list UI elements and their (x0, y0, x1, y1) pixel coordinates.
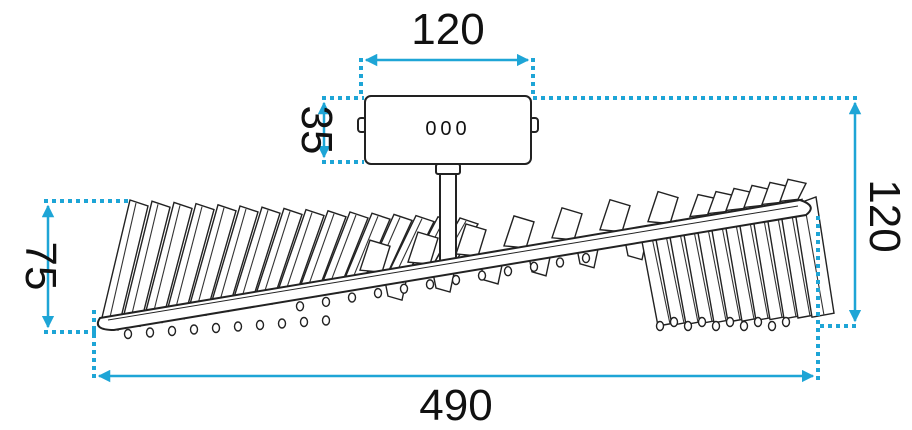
crystal-panel (778, 178, 808, 203)
lamp-stem (435, 163, 461, 267)
crystal-rib (195, 207, 225, 312)
crystal-rib (761, 208, 783, 318)
crystal-rib (129, 204, 159, 323)
crystal-panel (503, 215, 535, 249)
crystal-bead (145, 327, 155, 338)
crystal-bead (123, 328, 133, 340)
crystal-panel (647, 190, 679, 225)
crystal-bead (321, 296, 331, 308)
crystal-rib (173, 206, 203, 316)
canopy-height-label: 35 (292, 106, 341, 155)
crystal-rib (261, 211, 291, 301)
crystal-rib (283, 212, 313, 297)
crystal-bead (503, 266, 513, 277)
crystal-bead (451, 274, 461, 286)
crystal-bead (669, 316, 679, 328)
crystal-rib (663, 225, 685, 324)
crystal-rib (803, 201, 825, 316)
crystal-panel (551, 206, 583, 241)
crystal-beads (123, 252, 791, 340)
crystal-bead (347, 292, 357, 303)
crystal-rib (691, 220, 713, 322)
crystal-bead (555, 257, 565, 268)
crystal-bead (295, 301, 305, 312)
crystal-rib (747, 211, 769, 319)
crystal-bead (725, 316, 735, 328)
crystal-bead (477, 270, 487, 281)
crystal-rib (677, 223, 699, 323)
crystal-bead (739, 320, 749, 332)
crystal-bead (373, 287, 383, 299)
canopy-width-label: 120 (411, 5, 484, 54)
crystal-bead (711, 320, 721, 332)
crystal-rib (733, 213, 755, 320)
crystal-bead (189, 324, 199, 335)
crystal-rib (239, 210, 269, 304)
crystal-rib (349, 215, 379, 286)
crystal-rib (719, 216, 741, 321)
crystal-rib (107, 202, 137, 327)
crystal-rib (789, 204, 811, 317)
crystal-bead (581, 252, 591, 264)
crystal-bead (683, 320, 693, 332)
crystal-rib (705, 218, 727, 321)
crystal-bead (753, 316, 763, 328)
crystal-bead (299, 316, 309, 328)
crystal-rib (327, 214, 357, 290)
crystal-rib (649, 227, 671, 325)
total-height-label: 120 (860, 179, 909, 252)
dimension-lines (41, 53, 862, 383)
crystal-bead (655, 320, 665, 332)
crystal-bead (321, 315, 331, 326)
crystal-bead (211, 322, 221, 334)
crystal-bead (767, 320, 777, 332)
crystal-bead (277, 318, 287, 329)
canopy-label: 000 (425, 118, 470, 140)
crystal-bead (529, 261, 539, 273)
crystal-panel (599, 198, 631, 233)
ceiling-canopy: 000 (357, 95, 539, 165)
crystal-bead (233, 321, 243, 332)
crystal-rib (151, 205, 181, 319)
crystal-bead (781, 316, 791, 328)
crystal-bead (425, 279, 435, 290)
crystal-rib (305, 213, 335, 293)
lamp-ring (96, 198, 812, 332)
ring-height-label: 75 (16, 242, 65, 291)
crystal-bead (255, 319, 265, 331)
total-width-label: 490 (419, 381, 492, 430)
crystal-bead (167, 325, 177, 337)
crystal-rib (217, 208, 247, 308)
crystal-rib (775, 206, 797, 317)
crystal-bead (399, 283, 409, 294)
crystal-bead (697, 316, 707, 328)
